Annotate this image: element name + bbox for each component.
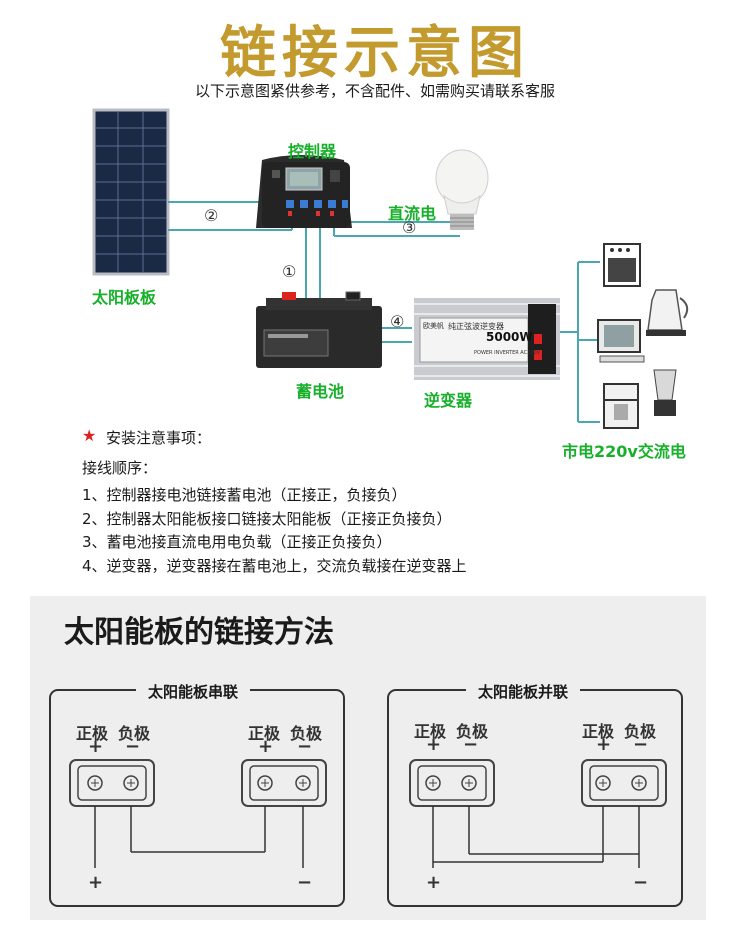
series-p1-plus: +: [88, 736, 104, 757]
parallel-label: 太阳能板并联: [466, 681, 581, 702]
series-p2-plus: +: [258, 736, 274, 757]
parallel-output-plus: +: [426, 872, 442, 893]
parallel-p1-plus: +: [426, 734, 442, 755]
solar-panel-label: 太阳板板: [92, 288, 157, 307]
series-p1-minus: −: [125, 736, 141, 757]
parallel-panel-2: [581, 759, 667, 807]
parallel-p2-neg-label: 负极: [624, 722, 657, 741]
solar-panel-image: [92, 108, 170, 276]
blender-icon: [653, 369, 677, 416]
series-p2-pos-label: 正极: [248, 724, 281, 743]
wiring-diagram: [92, 108, 689, 429]
page-subtitle: 以下示意图紧供参考，不含配件、如需购买请联系客服: [194, 82, 555, 100]
parallel-p2-plus: +: [596, 734, 612, 755]
series-panel-2: [241, 759, 327, 807]
series-p1-pos-label: 正极: [76, 724, 109, 743]
series-panel-1: [69, 759, 155, 807]
order-heading: 接线顺序：: [82, 459, 158, 477]
kettle-icon: [646, 289, 689, 336]
controller-image: [256, 155, 352, 228]
marker-3: ③: [402, 218, 417, 237]
parallel-p2-pos-label: 正极: [582, 722, 615, 741]
marker-4: ④: [390, 312, 405, 331]
marker-2: ②: [204, 206, 219, 225]
parallel-p1-pos-label: 正极: [414, 722, 447, 741]
note-item-1: 1、控制器接电池链接蓄电池（正接正，负接负）: [82, 486, 407, 504]
note-item-2: 2、控制器太阳能板接口链接太阳能板（正接正负接负）: [82, 510, 452, 528]
panel-methods-title: 太阳能板的链接方法: [64, 615, 334, 650]
parallel-output-minus: −: [633, 872, 649, 893]
series-p2-minus: −: [297, 736, 313, 757]
controller-label: 控制器: [288, 142, 337, 161]
series-output-minus: −: [297, 872, 313, 893]
notes-heading: 安装注意事项：: [106, 429, 212, 447]
stove-icon: [603, 243, 641, 287]
inverter-brand: 欧美帆: [423, 322, 444, 330]
parallel-p2-minus: −: [633, 734, 649, 755]
parallel-p1-minus: −: [463, 734, 479, 755]
panel-methods-section: [30, 596, 706, 920]
star-icon: ★: [82, 426, 97, 445]
inverter-sub: POWER INVERTER AC220V: [474, 350, 541, 356]
light-bulb-image: [435, 149, 489, 230]
dc-light-label: 直流电: [388, 204, 437, 223]
inverter-name: 纯正弦波逆变器: [448, 322, 504, 331]
parallel-p1-neg-label: 负极: [456, 722, 489, 741]
parallel-wires: [432, 806, 640, 868]
inverter-image: [414, 298, 560, 380]
battery-label: 蓄电池: [296, 382, 345, 401]
series-wires: [94, 806, 304, 868]
series-label: 太阳能板串联: [136, 681, 251, 702]
inverter-power: 5000W: [486, 330, 533, 344]
inverter-label: 逆变器: [424, 391, 473, 410]
ac-mains-label: 市电220v交流电: [562, 442, 686, 461]
note-item-3: 3、蓄电池接直流电用电负载（正接正负接负）: [82, 533, 392, 551]
note-item-4: 4、逆变器，逆变器接在蓄电池上，交流负载接在逆变器上: [82, 557, 467, 575]
refrigerator-icon: [603, 383, 639, 429]
battery-image: [256, 291, 382, 368]
parallel-panel-1: [409, 759, 495, 807]
series-p2-neg-label: 负极: [290, 724, 323, 743]
series-output-plus: +: [88, 872, 104, 893]
computer-icon: [597, 319, 645, 363]
marker-1: ①: [282, 262, 297, 281]
page-title: 链接示意图: [220, 21, 530, 86]
series-p1-neg-label: 负极: [118, 724, 151, 743]
